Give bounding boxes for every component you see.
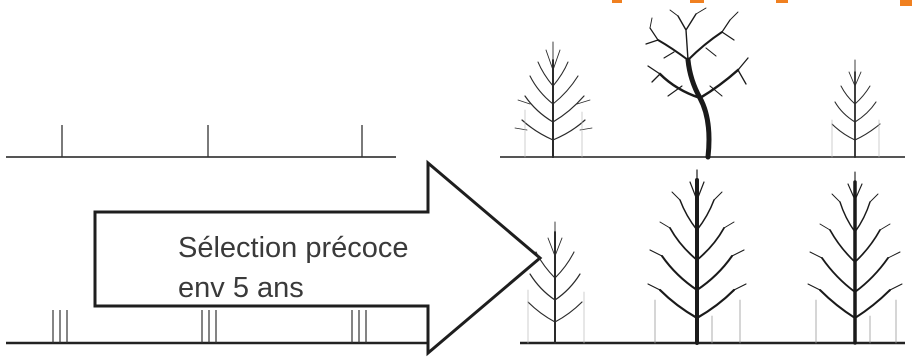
cropped-header-text: [612, 0, 912, 6]
arrow-label-line2: env 5 ans: [178, 272, 304, 304]
header-fragment: [690, 0, 704, 3]
stake-group: [201, 310, 217, 343]
tree-icon: [527, 221, 585, 344]
arrow-label: Sélection précoce env 5 ans: [178, 228, 409, 308]
stake-group: [351, 310, 367, 343]
tree-icon: [647, 169, 747, 345]
header-fragment: [612, 0, 622, 3]
top-left-planting: [6, 125, 396, 158]
stake-group: [52, 310, 68, 343]
arrow-label-line1: Sélection précoce: [178, 232, 409, 264]
tree-icon: [807, 171, 903, 345]
header-fragment: [776, 0, 788, 3]
tree-icon: [514, 41, 593, 158]
selection-arrow: [93, 159, 543, 357]
bottom-left-planting: [6, 310, 430, 345]
header-fragment: [900, 0, 912, 6]
tree-icon: [831, 59, 881, 158]
tree-icon: [645, 7, 749, 160]
